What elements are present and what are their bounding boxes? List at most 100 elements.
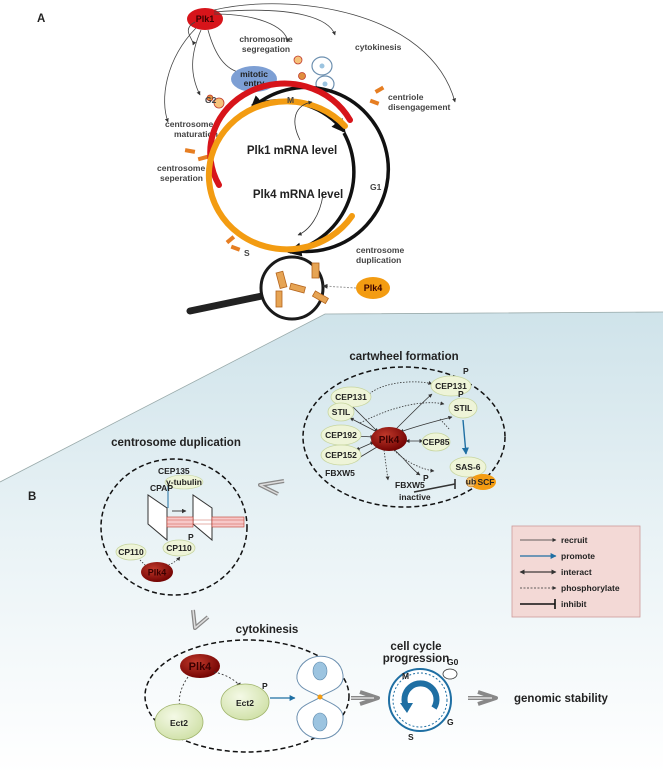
cep192-label: CEP192 (325, 430, 357, 440)
svg-text:P: P (262, 681, 268, 691)
centriole-structure (147, 485, 245, 542)
cytokinesis-title: cytokinesis (236, 624, 299, 636)
dividing-cell-icon (296, 655, 344, 740)
legend-recruit: recruit (520, 535, 588, 545)
cep131-p-label: CEP131 (435, 381, 467, 391)
cytokinesis-nodes: Plk4 Ect2 Ect2 P (154, 654, 344, 741)
plk1-peak-arrow (294, 100, 313, 141)
cpap-label: CPAP (150, 483, 173, 493)
cartwheel-to-duplication-arrow (258, 479, 285, 496)
scf-label: SCF (478, 477, 495, 487)
plk4-mrna-label: Plk4 mRNA level (253, 189, 343, 201)
legend-phosphorylate: phosphorylate (520, 583, 620, 593)
legend: recruit promote interact phosphorylate i… (511, 525, 641, 618)
sas6-label: SAS-6 (455, 462, 480, 472)
centriole-disengagement-label: centriole disengagement (388, 92, 451, 112)
cell-cycle-ring (249, 85, 390, 257)
svg-text:inhibit: inhibit (561, 599, 587, 609)
svg-text:maturation: maturation (174, 129, 218, 139)
centriole-glyphs (184, 85, 385, 252)
chromosome-segregation-label: chromosome segregation (239, 34, 293, 54)
ect2-p-label: Ect2 (236, 698, 254, 708)
plk4-node-a: Plk4 (356, 277, 390, 299)
plk4-mrna-arc (205, 98, 355, 253)
plk1-node: Plk1 (187, 8, 223, 30)
magnifier-icon (186, 255, 329, 321)
centrosome-duplication-label: centrosome duplication (356, 245, 404, 265)
cartwheel-title: cartwheel formation (349, 351, 458, 363)
cytokinesis-boundary (144, 639, 350, 753)
svg-text:interact: interact (561, 567, 592, 577)
svg-text:segregation: segregation (242, 44, 290, 54)
duplication-to-cytokinesis-arrow (191, 609, 210, 630)
legend-interact: interact (519, 567, 592, 577)
cep131-label: CEP131 (335, 392, 367, 402)
svg-text:promote: promote (561, 551, 595, 561)
duplication-nodes: CEP135 γ-tubulin CPAP CP110 CP110 P Plk4 (115, 466, 204, 582)
svg-text:recruit: recruit (561, 535, 588, 545)
stil-p-label: STIL (454, 403, 472, 413)
cc-g0: G0 (447, 657, 459, 667)
cartwheel-boundary (302, 366, 506, 508)
svg-text:centrosome: centrosome (165, 119, 213, 129)
svg-text:seperation: seperation (160, 173, 203, 183)
svg-text:P: P (188, 532, 194, 542)
cp110-label: CP110 (118, 547, 144, 557)
plk1-mrna-label: Plk1 mRNA level (247, 145, 337, 157)
cellcycle-to-stability-arrow (468, 690, 498, 706)
svg-text:phosphorylate: phosphorylate (561, 583, 620, 593)
duplication-plk4-label: Plk4 (148, 568, 167, 578)
legend-inhibit: inhibit (520, 599, 587, 609)
cell-cycle-title: cell cycle progression (383, 641, 449, 665)
cc-s: S (408, 732, 414, 742)
centrosome-separation-label: centrosome seperation (157, 163, 205, 183)
panel-b-top-edge (0, 311, 663, 483)
cep152-label: CEP152 (325, 450, 357, 460)
centrosome-maturation-label: centrosome maturation (165, 119, 218, 139)
duplication-title: centrosome duplication (111, 437, 241, 449)
centrosome-glyphs (184, 55, 385, 252)
duplication-boundary (100, 458, 248, 596)
svg-text:centriole: centriole (388, 92, 424, 102)
panel-b-letter: B (28, 491, 36, 503)
ect2-label: Ect2 (170, 718, 188, 728)
fbxw5-label: FBXW5 (325, 468, 355, 478)
cytokinesis-to-cellcycle-arrow (351, 690, 380, 706)
cep85-label: CEP85 (423, 437, 450, 447)
panel-a-letter: A (37, 13, 45, 25)
plk4-peak-arrow (297, 194, 324, 236)
phase-g1: G1 (370, 182, 382, 192)
fbxw5-p-label: FBXW5 (395, 480, 425, 490)
cytokinesis-cell-icon (311, 56, 335, 93)
ub-label: ub (466, 477, 476, 487)
svg-text:mitotic: mitotic (240, 69, 268, 79)
stil-sas6-promote (461, 419, 469, 455)
inactive-label: inactive (399, 492, 431, 502)
svg-text:progression: progression (383, 653, 449, 665)
svg-text:duplication: duplication (356, 255, 401, 265)
cep135-label: CEP135 (158, 466, 190, 476)
phase-m: M (287, 95, 294, 105)
cc-g: G (447, 717, 454, 727)
cartwheel-nodes: CEP131 CEP131 P STIL STIL P CEP192 CEP15… (320, 366, 496, 502)
svg-text:cell cycle: cell cycle (390, 641, 441, 653)
cp110-p-label: CP110 (166, 543, 192, 553)
phase-s: S (244, 248, 250, 258)
svg-text:P: P (458, 389, 464, 399)
panel-b-background (0, 312, 663, 774)
legend-promote: promote (520, 551, 595, 561)
svg-text:P: P (423, 473, 429, 483)
svg-text:centrosome: centrosome (157, 163, 205, 173)
svg-text:P: P (463, 366, 469, 376)
svg-text:Plk4: Plk4 (364, 283, 383, 293)
svg-text:chromosome: chromosome (239, 34, 293, 44)
svg-text:disengagement: disengagement (388, 102, 451, 112)
svg-text:centrosome: centrosome (356, 245, 404, 255)
cytokinesis-label: cytokinesis (355, 42, 402, 52)
cc-m: M (402, 671, 409, 681)
cartwheel-plk4-label: Plk4 (379, 435, 400, 446)
cytokinesis-plk4-label: Plk4 (189, 661, 213, 673)
svg-text:entry: entry (244, 78, 265, 88)
phase-g2: G2 (205, 95, 217, 105)
